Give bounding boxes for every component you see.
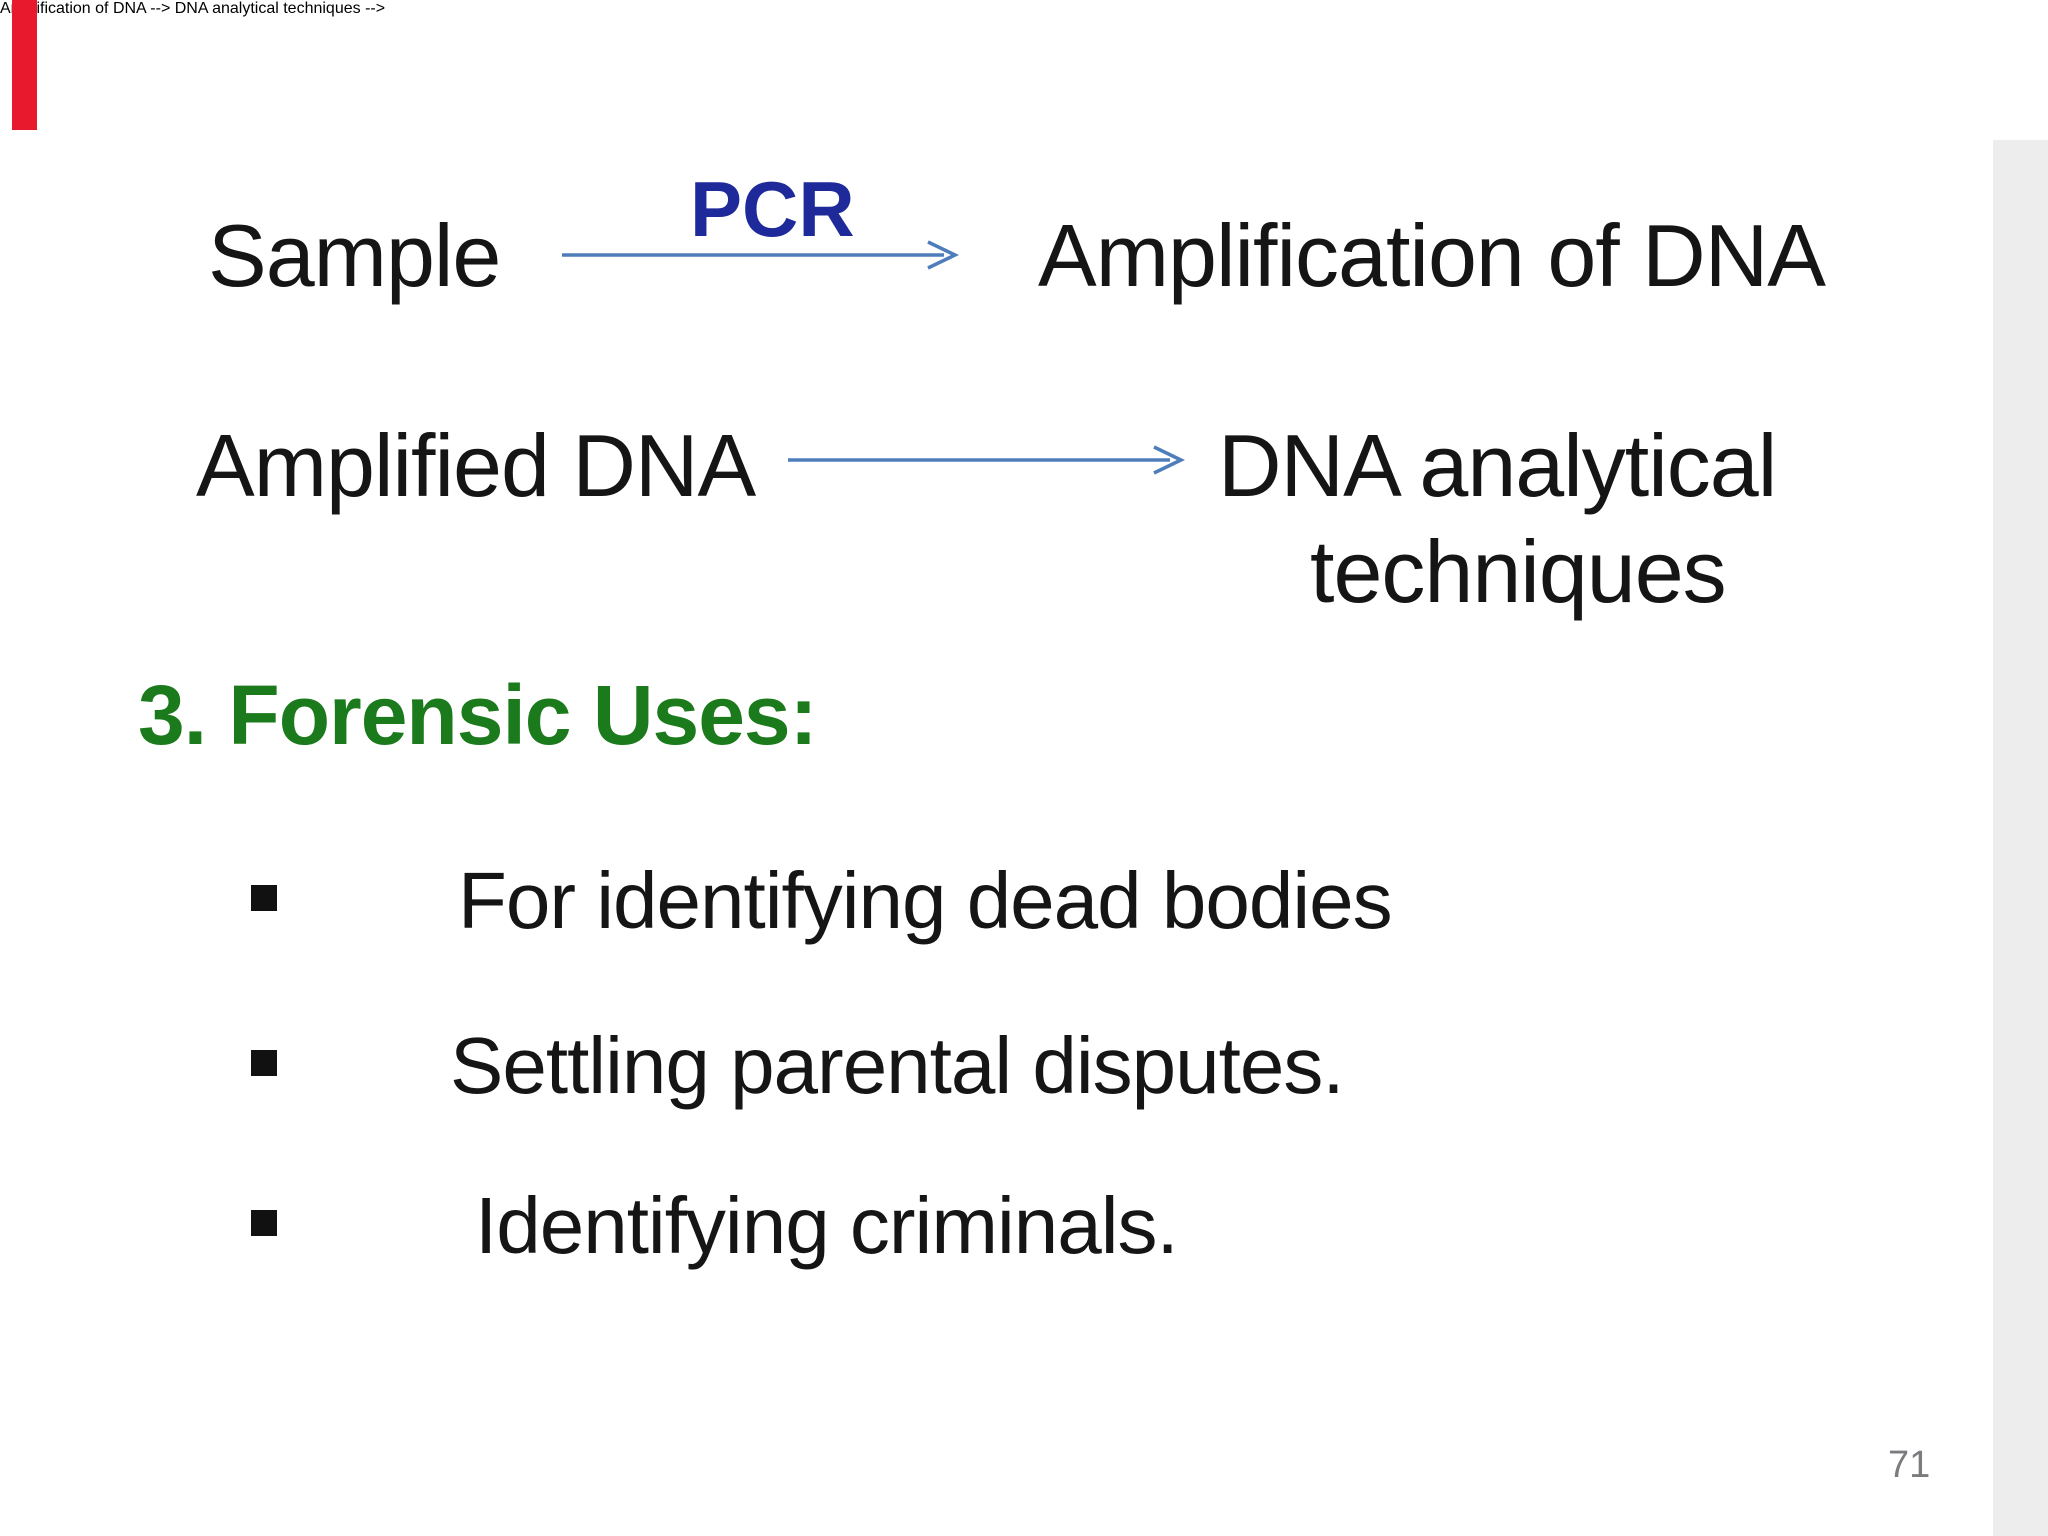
flow2-right-arrow-icon: [786, 440, 1186, 480]
section-heading: 3. Forensic Uses:: [138, 668, 818, 762]
flow1-result-label: Amplification of DNA: [1038, 206, 1826, 305]
flow2-result-label-line2: techniques: [1310, 522, 1727, 621]
square-bullet-icon: [251, 1210, 277, 1236]
scrollbar-track[interactable]: [1993, 140, 2048, 1536]
list-item: For identifying dead bodies: [251, 856, 1393, 945]
list-item: Identifying criminals.: [251, 1181, 1179, 1270]
square-bullet-icon: [251, 885, 277, 911]
red-bookmark-ribbon: [12, 0, 37, 130]
list-item: Settling parental disputes.: [251, 1021, 1345, 1110]
flow2-source-label: Amplified DNA: [196, 416, 756, 515]
bullet-text: For identifying dead bodies: [458, 856, 1393, 945]
bullet-text: Settling parental disputes.: [450, 1021, 1345, 1110]
square-bullet-icon: [251, 1050, 277, 1076]
flow1-source-label: Sample: [208, 206, 501, 305]
flow1-right-arrow-icon: [560, 235, 960, 275]
bullet-text: Identifying criminals.: [475, 1181, 1179, 1270]
page-number: 71: [1888, 1444, 1931, 1486]
flow2-result-label-line1: DNA analytical: [1218, 416, 1777, 515]
flow1-arrow-label: PCR: [690, 165, 855, 253]
